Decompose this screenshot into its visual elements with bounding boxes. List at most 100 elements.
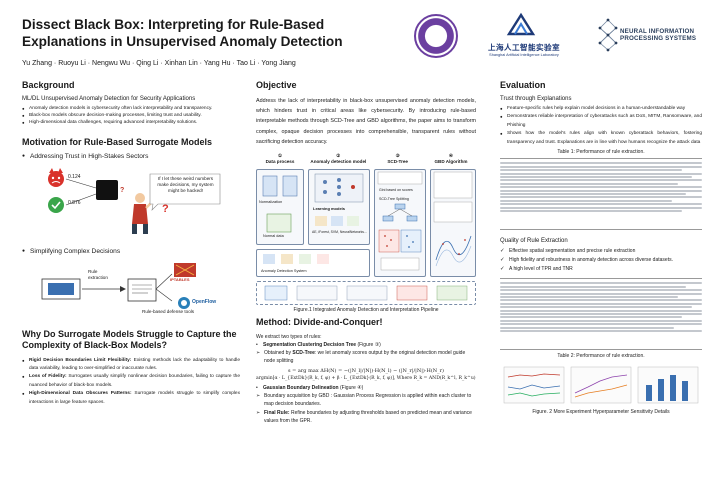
motivation-point-simplify: Simplifying Complex Decisions	[22, 248, 240, 255]
speech-bubble-text: If I let these weird numbers make decisi…	[157, 175, 214, 194]
iptables-label: IPTABLES	[170, 276, 190, 282]
method-item-scd-ref: (Figure ③)	[356, 342, 381, 349]
why-item-text: Surrogate models struggle to simplify co…	[29, 391, 240, 405]
shanghai-ai-lab-logo: 上海人工智能实验室 Shanghai Artificial Intelligen…	[470, 12, 578, 60]
defense-tools-label: Rule-based defense tools	[142, 308, 195, 314]
why-item-label: Loss of Fidelity:	[29, 374, 67, 380]
splitting-label: SCD-Tree Splitting	[379, 197, 409, 202]
neurips-mark-icon	[598, 18, 618, 52]
background-item: High-dimensional data challenges, requir…	[22, 119, 240, 126]
rule-extraction-illustration: Rule extraction IPTABLES OpenFlow Rule-b…	[22, 259, 240, 319]
method-gbd-boundary: Boundary acquisition by GBD : Gaussian P…	[256, 392, 476, 409]
neurips-logo: NEURAL INFORMATION PROCESSING SYSTEMS	[596, 14, 706, 62]
why-item: Loss of Fidelity: Surrogates usually sim…	[22, 373, 240, 390]
model-names-label: AE, iForest, SVM, NeuralNetworks...	[312, 230, 367, 235]
method-item-gbd-ref: (Figure ④)	[338, 384, 364, 391]
why-heading: Why Do Surrogate Models Struggle to Capt…	[22, 328, 237, 350]
background-item: Black-box models obscure decision-making…	[22, 112, 240, 119]
evaluation-heading: Evaluation	[500, 80, 546, 90]
method-item-scd-label: Segmentation Clustering Decision Tree	[263, 342, 357, 349]
quality-check-item: Effective spatial segmentation and preci…	[500, 247, 702, 256]
step-number: ②	[336, 153, 341, 159]
data-process-box: Normalization Normal data	[256, 169, 304, 246]
evaluation-list: Feature-specific rules help explain mode…	[500, 105, 702, 147]
openflow-label: OpenFlow	[192, 298, 217, 305]
why-item: Rigid Decision Boundaries Limit Flexibil…	[22, 357, 240, 374]
method-heading: Method: Divide-and-Conquer!	[256, 317, 383, 328]
scd-tree-icon	[377, 171, 423, 271]
method-scd-description: Obtained by SCD-Tree: we let anomaly sco…	[256, 349, 476, 366]
neurips-line-2: PROCESSING SYSTEMS	[620, 35, 697, 43]
step-label: Anomaly detection model	[310, 159, 367, 165]
detection-model-box: Learning models AE, iForest, SVM, Neural…	[308, 169, 370, 246]
lab-name-cn: 上海人工智能实验室	[488, 43, 560, 52]
gbd-icon	[433, 171, 473, 267]
evaluation-item: Demonstrates reliable interpretation of …	[500, 113, 702, 130]
normalization-label: Normalization	[259, 200, 283, 205]
trust-illustration: ? ? 0.124 0.876 If I let these weird num…	[22, 164, 240, 236]
step-label: SCD-Tree	[387, 159, 408, 165]
rule-output-strip	[256, 281, 476, 306]
table2-placeholder	[500, 278, 702, 351]
university-seal-logo	[414, 14, 458, 58]
pipeline-caption: Figure.1 Integrated Anomaly Detection an…	[293, 307, 439, 314]
method-item-scd: • Segmentation Clustering Decision Tree …	[256, 342, 381, 349]
method-item-gbd-label: Gaussian Boundary Delineation	[263, 384, 339, 391]
svg-text:?: ?	[120, 187, 124, 194]
rule-output-icon	[264, 285, 468, 301]
motivation-heading: Motivation for Rule-Based Surrogate Mode…	[22, 136, 213, 147]
score-anomalous: 0.124	[68, 173, 81, 180]
step-number: ③	[395, 153, 400, 159]
evaluation-item: Feature-specific rules help explain mode…	[500, 105, 702, 114]
why-item-label: High-Dimensional Data Obscures Patterns:	[29, 391, 132, 397]
table1-placeholder	[500, 158, 702, 231]
neurips-line-1: NEURAL INFORMATION	[620, 28, 695, 35]
system-label: Anomaly Detection System	[261, 269, 307, 274]
why-item-text: Surrogates usually simplify nonlinear de…	[29, 374, 240, 388]
evaluation-subheading-trust: Trust through Explanations	[500, 96, 572, 102]
detection-model-icon	[314, 173, 364, 227]
trust-scene-icon: ? ?	[48, 167, 221, 234]
background-list: Anomaly detection models in cybersecurit…	[22, 105, 240, 127]
rule-extraction-label: Rule extraction	[88, 268, 108, 280]
sensitivity-plots-icon	[503, 366, 699, 404]
objective-heading: Objective	[256, 80, 297, 90]
left-column: Background ML/DL Unsupervised Anomaly De…	[22, 80, 240, 407]
figure2-caption: Figure. 2 More Experiment Hyperparameter…	[532, 409, 670, 416]
background-heading: Background	[22, 80, 75, 90]
learning-models-label: Learning models	[313, 206, 346, 212]
method-item-gbd: • Gaussian Boundary Delineation (Figure …	[256, 384, 364, 391]
rule-extraction-scene-icon	[41, 262, 196, 309]
equation-objective: argmin[α · L_{ExtDk}(R_k, f, φ) + β · L_…	[256, 375, 476, 381]
table2-caption: Table 2: Performance of rule extraction.	[557, 353, 645, 360]
quality-check-item: High fidelity and robustness in anomaly …	[500, 256, 702, 265]
evaluation-item: Shows how the model's rules align with k…	[500, 130, 702, 147]
step-label: Data process	[265, 159, 295, 165]
evaluation-subheading-quality: Quality of Rule Extraction	[500, 238, 568, 245]
data-process-icon	[262, 175, 298, 233]
method-final-rule: Final Rule: Refine boundaries by adjusti…	[256, 409, 476, 426]
step-label: GBD Algorithm	[434, 159, 468, 165]
why-item-label: Rigid Decision Boundaries Limit Flexibil…	[29, 357, 132, 363]
table1-caption: Table 1: Performance of rule extraction.	[557, 149, 645, 156]
gini-label: Gini based on scores	[379, 188, 413, 193]
step-number: ④	[448, 153, 454, 159]
why-item: High-Dimensional Data Obscures Patterns:…	[22, 390, 240, 407]
lab-mark-icon	[506, 12, 536, 36]
why-list: Rigid Decision Boundaries Limit Flexibil…	[22, 357, 240, 407]
background-item: Anomaly detection models in cybersecurit…	[22, 105, 240, 112]
author-list: Yu Zhang · Ruoyu Li · Nengwu Wu · Qing L…	[22, 60, 296, 67]
step-number: ①	[277, 153, 283, 159]
normal-data-label: Normal data	[263, 234, 284, 239]
middle-column: Objective Address the lack of interpreta…	[256, 80, 476, 425]
background-subheading: ML/DL Unsupervised Anomaly Detection for…	[22, 96, 196, 102]
right-column: Evaluation Trust through Explanations Fe…	[500, 80, 702, 415]
objective-text: Address the lack of interpretability in …	[256, 98, 476, 145]
poster-header: Dissect Black Box: Interpreting for Rule…	[0, 0, 720, 84]
